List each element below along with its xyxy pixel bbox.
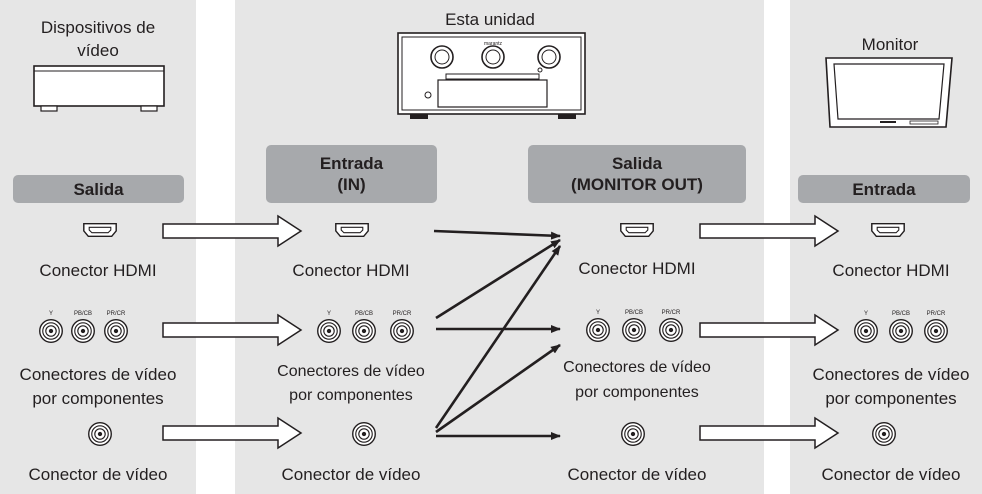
- component-connectors-icon: [39, 319, 128, 343]
- routing-arrow: [434, 245, 562, 429]
- monitor-hdmi-label: Conector HDMI: [832, 261, 950, 280]
- source-component-label-line2: por componentes: [32, 389, 164, 408]
- source-hdmi-label: Conector HDMI: [39, 261, 157, 280]
- component-connectors-icon: [586, 318, 683, 342]
- routing-arrow: [435, 238, 561, 320]
- unit-in-component-label-line2: por componentes: [289, 387, 413, 404]
- source-title-line2: vídeo: [77, 41, 119, 60]
- unit-in-video-label: Conector de vídeo: [281, 465, 421, 484]
- component-y-label: Y: [327, 311, 331, 317]
- unit-input-header: Entrada (IN): [266, 145, 437, 203]
- component-pb-label: PB/CB: [892, 311, 910, 317]
- hollow-arrow: [699, 313, 840, 347]
- component-connectors-icon: [854, 319, 948, 343]
- source-output-header: Salida: [13, 175, 184, 203]
- unit-out-video-label: Conector de vídeo: [567, 465, 707, 484]
- unit-out-component-label-line1: Conectores de vídeo: [563, 359, 711, 376]
- component-pr-label: PR/CR: [393, 311, 412, 317]
- receiver-logo: marantz: [484, 41, 503, 47]
- unit-output-header-line1: Salida: [611, 154, 663, 173]
- component-pb-label: PB/CB: [625, 310, 643, 316]
- component-pb-label: PB/CB: [74, 311, 92, 317]
- receiver-icon: [397, 32, 586, 119]
- hollow-arrow: [699, 416, 840, 450]
- source-component-label-line1: Conectores de vídeo: [19, 365, 177, 384]
- unit-in-component-label-line1: Conectores de vídeo: [277, 363, 425, 380]
- unit-input-header-line2: (IN): [337, 175, 366, 194]
- component-y-label: Y: [596, 310, 600, 316]
- monitor-input-header-text: Entrada: [852, 179, 916, 199]
- video-connector-icon: [872, 422, 896, 446]
- routing-arrow: [435, 343, 561, 434]
- unit-output-header: Salida (MONITOR OUT): [528, 145, 746, 203]
- component-pr-label: PR/CR: [662, 310, 681, 316]
- unit-out-hdmi-label: Conector HDMI: [578, 259, 696, 278]
- component-pr-label: PR/CR: [927, 311, 946, 317]
- hdmi-connector-icon: [335, 222, 369, 238]
- source-video-label: Conector de vídeo: [28, 465, 168, 484]
- monitor-component-label-line2: por componentes: [825, 389, 957, 408]
- video-connector-icon: [352, 422, 376, 446]
- unit-output-header-line2: (MONITOR OUT): [571, 175, 703, 194]
- unit-out-component-label-line2: por componentes: [575, 384, 699, 401]
- hdmi-connector-icon: [871, 222, 905, 238]
- hollow-arrow: [162, 313, 303, 347]
- video-connector-icon: [621, 422, 645, 446]
- hollow-arrow: [699, 214, 840, 248]
- hdmi-connector-icon: [620, 222, 654, 238]
- monitor-title: Monitor: [861, 35, 919, 54]
- hollow-arrow: [162, 416, 303, 450]
- component-y-label: Y: [49, 311, 53, 317]
- hdmi-connector-icon: [83, 222, 117, 238]
- monitor-video-label: Conector de vídeo: [821, 465, 961, 484]
- source-title-line1: Dispositivos de: [40, 18, 156, 37]
- routing-arrow: [433, 229, 561, 240]
- video-connector-icon: [88, 422, 112, 446]
- component-pb-label: PB/CB: [355, 311, 373, 317]
- hollow-arrow: [162, 214, 303, 248]
- unit-in-hdmi-label: Conector HDMI: [292, 261, 410, 280]
- monitor-component-label-line1: Conectores de vídeo: [812, 365, 970, 384]
- unit-title: Esta unidad: [445, 10, 535, 29]
- unit-input-header-line1: Entrada: [319, 154, 384, 173]
- video-device-icon: [33, 65, 165, 112]
- monitor-input-header: Entrada: [798, 175, 970, 203]
- component-pr-label: PR/CR: [107, 311, 126, 317]
- monitor-icon: [825, 57, 953, 128]
- component-y-label: Y: [864, 311, 868, 317]
- component-connectors-icon: [317, 319, 414, 343]
- source-output-header-text: Salida: [73, 179, 124, 199]
